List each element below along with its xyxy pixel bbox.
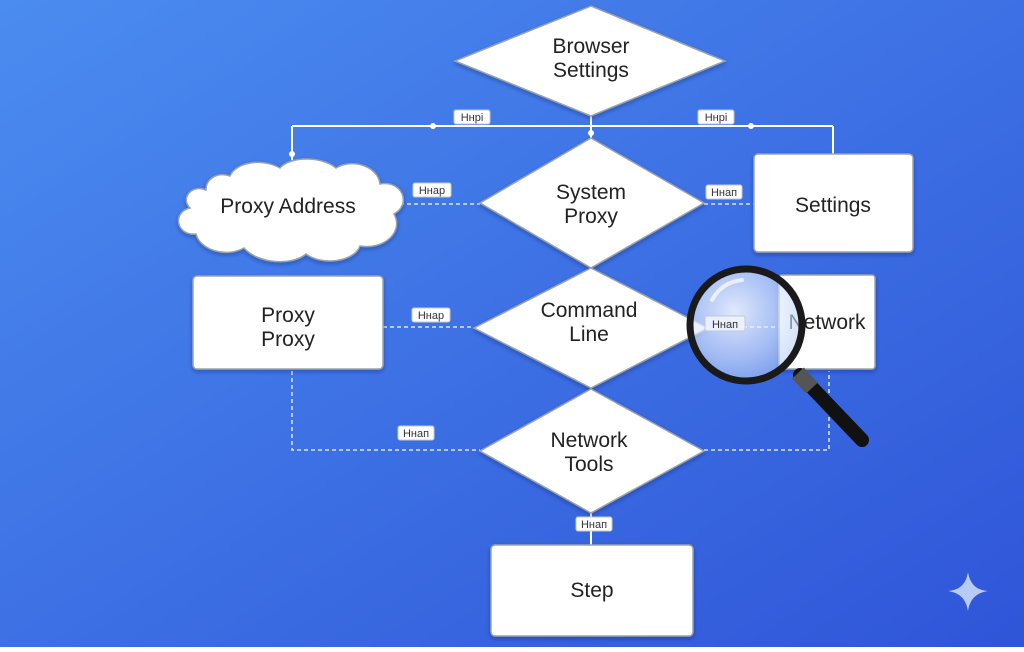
edge-label-proxy-link: Ннар — [411, 307, 451, 323]
settings-label: Settings — [795, 194, 871, 217]
svg-text:Ннап: Ннап — [711, 187, 737, 199]
edge-label-top-left: Ннрі — [453, 109, 491, 125]
box-proxy-proxy[interactable]: Proxy Proxy — [192, 275, 384, 370]
svg-text:Ннар: Ннар — [419, 185, 445, 197]
network-tools-line-1: Network — [550, 429, 628, 452]
edge-label-step-link: Ннап — [575, 516, 613, 532]
network-tools-line-2: Tools — [564, 453, 613, 476]
connector-dot — [430, 123, 436, 129]
proxy-proxy-line-2: Proxy — [261, 328, 315, 351]
edge-label-settings-link: Ннап — [705, 184, 743, 200]
connector-dot — [289, 151, 295, 157]
edge-label-cloud-link: Ннар — [412, 182, 452, 198]
diamond-network-tools[interactable]: Network Tools — [478, 388, 706, 514]
box-network[interactable]: Network — [778, 274, 876, 370]
step-label: Step — [570, 579, 613, 602]
proxy-address-label: Proxy Address — [220, 195, 355, 218]
svg-text:Ннрі: Ннрі — [461, 112, 484, 124]
box-step[interactable]: Step — [490, 544, 694, 637]
network-label: Network — [788, 311, 866, 334]
edge-label-bottom-left: Ннап — [397, 425, 435, 441]
box-settings[interactable]: Settings — [753, 153, 914, 253]
system-proxy-line-2: Proxy — [564, 205, 618, 228]
svg-text:Ннап: Ннап — [712, 319, 738, 331]
connector-dot — [748, 123, 754, 129]
diamond-command-line[interactable]: Command Line — [472, 267, 710, 389]
sparkle-icon — [948, 572, 988, 611]
diamond-browser-settings[interactable]: Browser Settings — [452, 5, 727, 117]
connector-proxy-to-tools — [291, 371, 480, 451]
browser-settings-line-1: Browser — [552, 35, 629, 58]
command-line-line-2: Line — [569, 323, 609, 346]
proxy-proxy-line-1: Proxy — [261, 304, 315, 327]
connector-dot — [588, 130, 594, 136]
svg-text:Ннап: Ннап — [403, 428, 429, 440]
cloud-proxy-address[interactable]: Proxy Address — [177, 158, 405, 263]
svg-text:Ннап: Ннап — [581, 519, 607, 531]
magnifier-icon: Ннап — [686, 265, 869, 447]
svg-text:Ннар: Ннар — [418, 310, 444, 322]
edge-label-network-link: Ннап — [704, 315, 746, 332]
svg-text:Ннрі: Ннрі — [705, 112, 728, 124]
edge-label-top-right: Ннрі — [697, 109, 735, 125]
system-proxy-line-1: System — [556, 181, 626, 204]
command-line-line-1: Command — [541, 299, 638, 322]
browser-settings-line-2: Settings — [553, 59, 629, 82]
